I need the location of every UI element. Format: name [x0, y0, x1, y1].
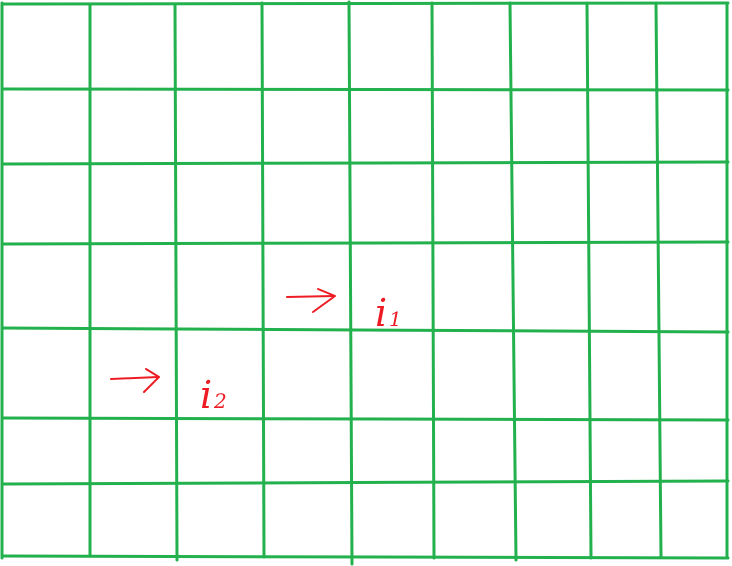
grid-line-vertical	[508, 1, 518, 562]
grid-line-horizontal	[0, 87, 730, 92]
label-i2-subscript: 2	[213, 389, 227, 413]
grid-line-horizontal	[0, 479, 730, 486]
grid-line-vertical	[347, 0, 354, 566]
grid-line-horizontal	[0, 326, 730, 334]
grid-line-horizontal	[0, 416, 730, 422]
grid-line-vertical	[430, 1, 436, 560]
grid-line-horizontal	[0, 160, 730, 166]
annotation-i2: i 2	[110, 368, 227, 417]
grid-line-vertical	[173, 2, 179, 562]
label-i1-symbol: i	[375, 291, 387, 335]
grid-line-vertical	[260, 1, 266, 559]
label-i1: i 1	[375, 291, 402, 335]
label-i1-subscript: 1	[389, 307, 402, 331]
grid-line-vertical	[654, 1, 663, 559]
arrow-right-icon	[286, 288, 336, 313]
grid-line-horizontal	[0, 554, 730, 560]
grid-line-vertical	[585, 1, 593, 560]
grid-line-horizontal	[0, 1, 730, 6]
label-i2: i 2	[200, 373, 227, 417]
annotation-i1: i 1	[286, 288, 402, 335]
grid-line-horizontal	[0, 240, 730, 246]
arrow-right-icon	[110, 368, 160, 393]
label-i2-symbol: i	[200, 373, 212, 417]
